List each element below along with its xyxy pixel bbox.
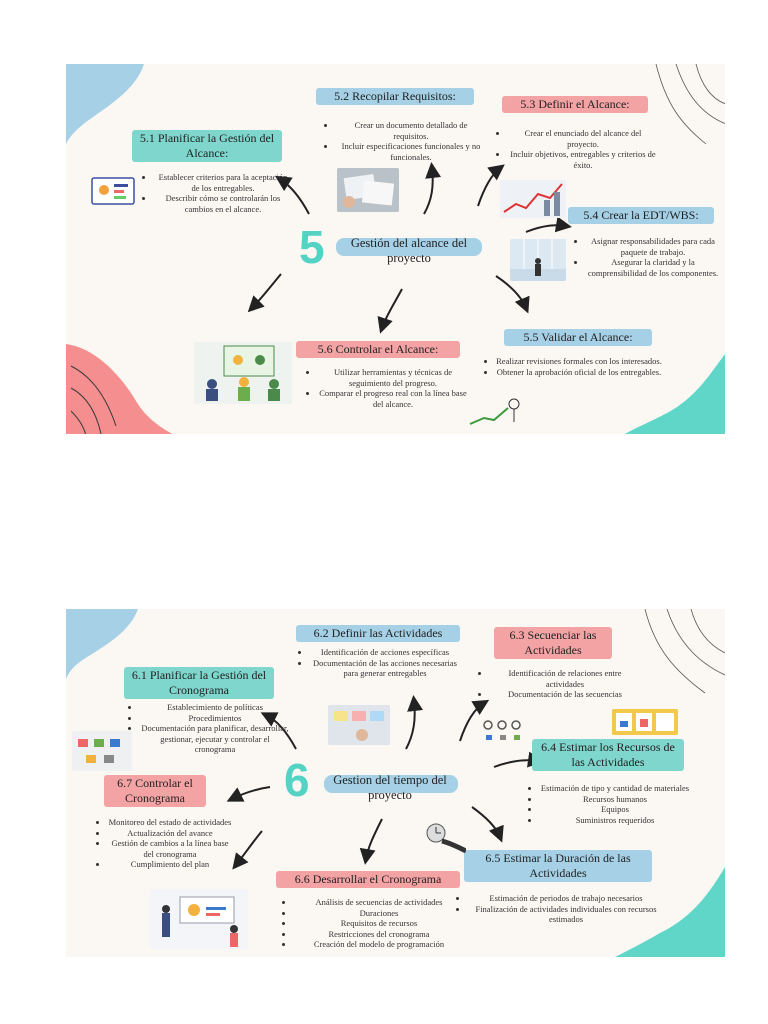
- bullet: Establecer criterios para la aceptación …: [154, 172, 292, 193]
- bullet: Estimación de periodos de trabajo necesa…: [468, 893, 664, 904]
- bullet: Crear un documento detallado de requisit…: [336, 120, 486, 141]
- bullet: Establecimiento de políticas: [140, 702, 290, 713]
- center-topic: Gestion del tiempo del proyecto: [320, 773, 460, 803]
- bullet: Documentación para planificar, desarroll…: [140, 723, 290, 755]
- schedule-diagram-image: [72, 731, 132, 771]
- bullet: Crear el enunciado del alcance del proye…: [508, 128, 658, 149]
- bullet: Documentación de las acciones necesarias…: [310, 658, 460, 679]
- node-bullets-5-1: Establecer criterios para la aceptación …: [142, 172, 292, 214]
- activity-planning-image: [328, 705, 390, 745]
- bullet: Procedimientos: [140, 713, 290, 724]
- bullet: Cumplimiento del plan: [108, 859, 232, 870]
- center-topic-highlight: [324, 775, 458, 793]
- bullet: Asegurar la claridad y la comprensibilid…: [586, 257, 720, 278]
- node-title-5-2: 5.2 Recopilar Requisitos:: [316, 88, 474, 105]
- node-bullets-6-4: Estimación de tipo y cantidad de materia…: [528, 783, 690, 825]
- bullet: Obtener la aprobación oficial de los ent…: [496, 367, 662, 378]
- node-title-6-4: 6.4 Estimar los Recursos de las Activida…: [532, 739, 684, 771]
- hand-holding-clock-image: [422, 821, 466, 853]
- planning-board-image: [90, 174, 136, 208]
- bullet: Incluir especificaciones funcionales y n…: [336, 141, 486, 162]
- node-bullets-5-2: Crear un documento detallado de requisit…: [324, 120, 486, 162]
- bullet: Asignar responsabilidades para cada paqu…: [586, 236, 720, 257]
- node-title-6-5: 6.5 Estimar la Duración de las Actividad…: [464, 850, 652, 882]
- node-bullets-6-5: Estimación de periodos de trabajo necesa…: [456, 893, 664, 925]
- team-meeting-image: [194, 342, 292, 404]
- node-bullets-6-3: Identificación de relaciones entre activ…: [478, 668, 640, 700]
- dashboard-image: [612, 709, 678, 735]
- presentation-people-image: [150, 889, 248, 949]
- node-title-6-3: 6.3 Secuenciar las Actividades: [494, 627, 612, 659]
- coral-blob-decoration: [66, 344, 173, 434]
- blue-blob-decoration: [66, 64, 144, 144]
- connector-arrows: [226, 695, 544, 870]
- bullet: Comparar el progreso real con la línea b…: [318, 388, 468, 409]
- mint-blob-decoration: [625, 354, 725, 434]
- node-bullets-6-7: Monitoreo del estado de actividades Actu…: [96, 817, 232, 870]
- node-title-5-6: 5.6 Controlar el Alcance:: [296, 341, 460, 358]
- validation-chart-image: [466, 394, 526, 430]
- center-topic: Gestión del alcance del proyecto: [334, 236, 484, 266]
- blue-blob-decoration: [66, 609, 138, 679]
- node-title-6-6: 6.6 Desarrollar el Cronograma: [276, 871, 460, 888]
- bullet: Recursos humanos: [540, 794, 690, 805]
- node-bullets-5-6: Utilizar herramientas y técnicas de segu…: [306, 367, 468, 409]
- node-bullets-6-2: Identificación de acciones específicas D…: [298, 647, 460, 679]
- bullet: Duraciones: [294, 908, 464, 919]
- bullet: Equipos: [540, 804, 690, 815]
- node-title-6-2: 6.2 Definir las Actividades: [296, 625, 460, 642]
- bullet: Finalización de actividades individuales…: [468, 904, 664, 925]
- bullet: Describir cómo se controlarán los cambio…: [154, 193, 292, 214]
- node-title-5-3: 5.3 Definir el Alcance:: [502, 96, 648, 113]
- bullet: Realizar revisiones formales con los int…: [496, 356, 662, 367]
- line-art-decoration: [644, 609, 725, 694]
- bullet: Suministros requeridos: [540, 815, 690, 826]
- bullet: Identificación de acciones específicas: [310, 647, 460, 658]
- node-title-6-1: 6.1 Planificar la Gestión del Cronograma: [124, 667, 274, 699]
- bullet: Identificación de relaciones entre activ…: [490, 668, 640, 689]
- line-art-decoration: [655, 64, 725, 145]
- mint-blob-decoration: [615, 867, 725, 957]
- bullet: Gestión de cambios a la línea base del c…: [108, 838, 232, 859]
- node-bullets-6-6: Análisis de secuencias de actividades Du…: [282, 897, 464, 950]
- businessman-window-image: [510, 239, 566, 281]
- bullet: Actualización del avance: [108, 828, 232, 839]
- node-bullets-5-5: Realizar revisiones formales con los int…: [484, 356, 662, 377]
- node-title-5-4: 5.4 Crear la EDT/WBS:: [568, 207, 714, 224]
- bullet: Estimación de tipo y cantidad de materia…: [540, 783, 690, 794]
- center-topic-highlight: [336, 238, 482, 256]
- bullet: Requisitos de recursos: [294, 918, 464, 929]
- node-bullets-5-3: Crear el enunciado del alcance del proye…: [496, 128, 658, 170]
- bullet: Monitoreo del estado de actividades: [108, 817, 232, 828]
- requirements-documents-image: [337, 168, 399, 212]
- node-title-5-1: 5.1 Planificar la Gestión del Alcance:: [132, 130, 282, 162]
- bullet: Incluir objetivos, entregables y criteri…: [508, 149, 658, 170]
- bullet: Utilizar herramientas y técnicas de segu…: [318, 367, 468, 388]
- gears-icons-image: [480, 717, 534, 743]
- connector-arrows: [247, 162, 572, 334]
- bullet: Análisis de secuencias de actividades: [294, 897, 464, 908]
- section-number: 6: [284, 754, 310, 806]
- scope-management-slide: 5 Gestión del alcance del proyecto 5.1 P…: [66, 64, 725, 434]
- bullet: Restricciones del cronograma: [294, 929, 464, 940]
- node-title-5-5: 5.5 Validar el Alcance:: [504, 329, 652, 346]
- time-management-slide: 6 Gestion del tiempo del proyecto 6.1 Pl…: [66, 609, 725, 957]
- center-topic-label: Gestión del alcance del proyecto: [350, 236, 468, 265]
- node-bullets-5-4: Asignar responsabilidades para cada paqu…: [574, 236, 720, 278]
- bullet: Creación del modelo de programación: [294, 939, 464, 950]
- node-title-6-7: 6.7 Controlar el Cronograma: [104, 775, 206, 807]
- section-number: 5: [299, 221, 325, 273]
- bullet: Documentación de las secuencias: [490, 689, 640, 700]
- center-topic-label: Gestion del tiempo del proyecto: [333, 773, 447, 802]
- growth-chart-image: [500, 180, 566, 218]
- node-bullets-6-1: Establecimiento de políticas Procedimien…: [128, 702, 290, 755]
